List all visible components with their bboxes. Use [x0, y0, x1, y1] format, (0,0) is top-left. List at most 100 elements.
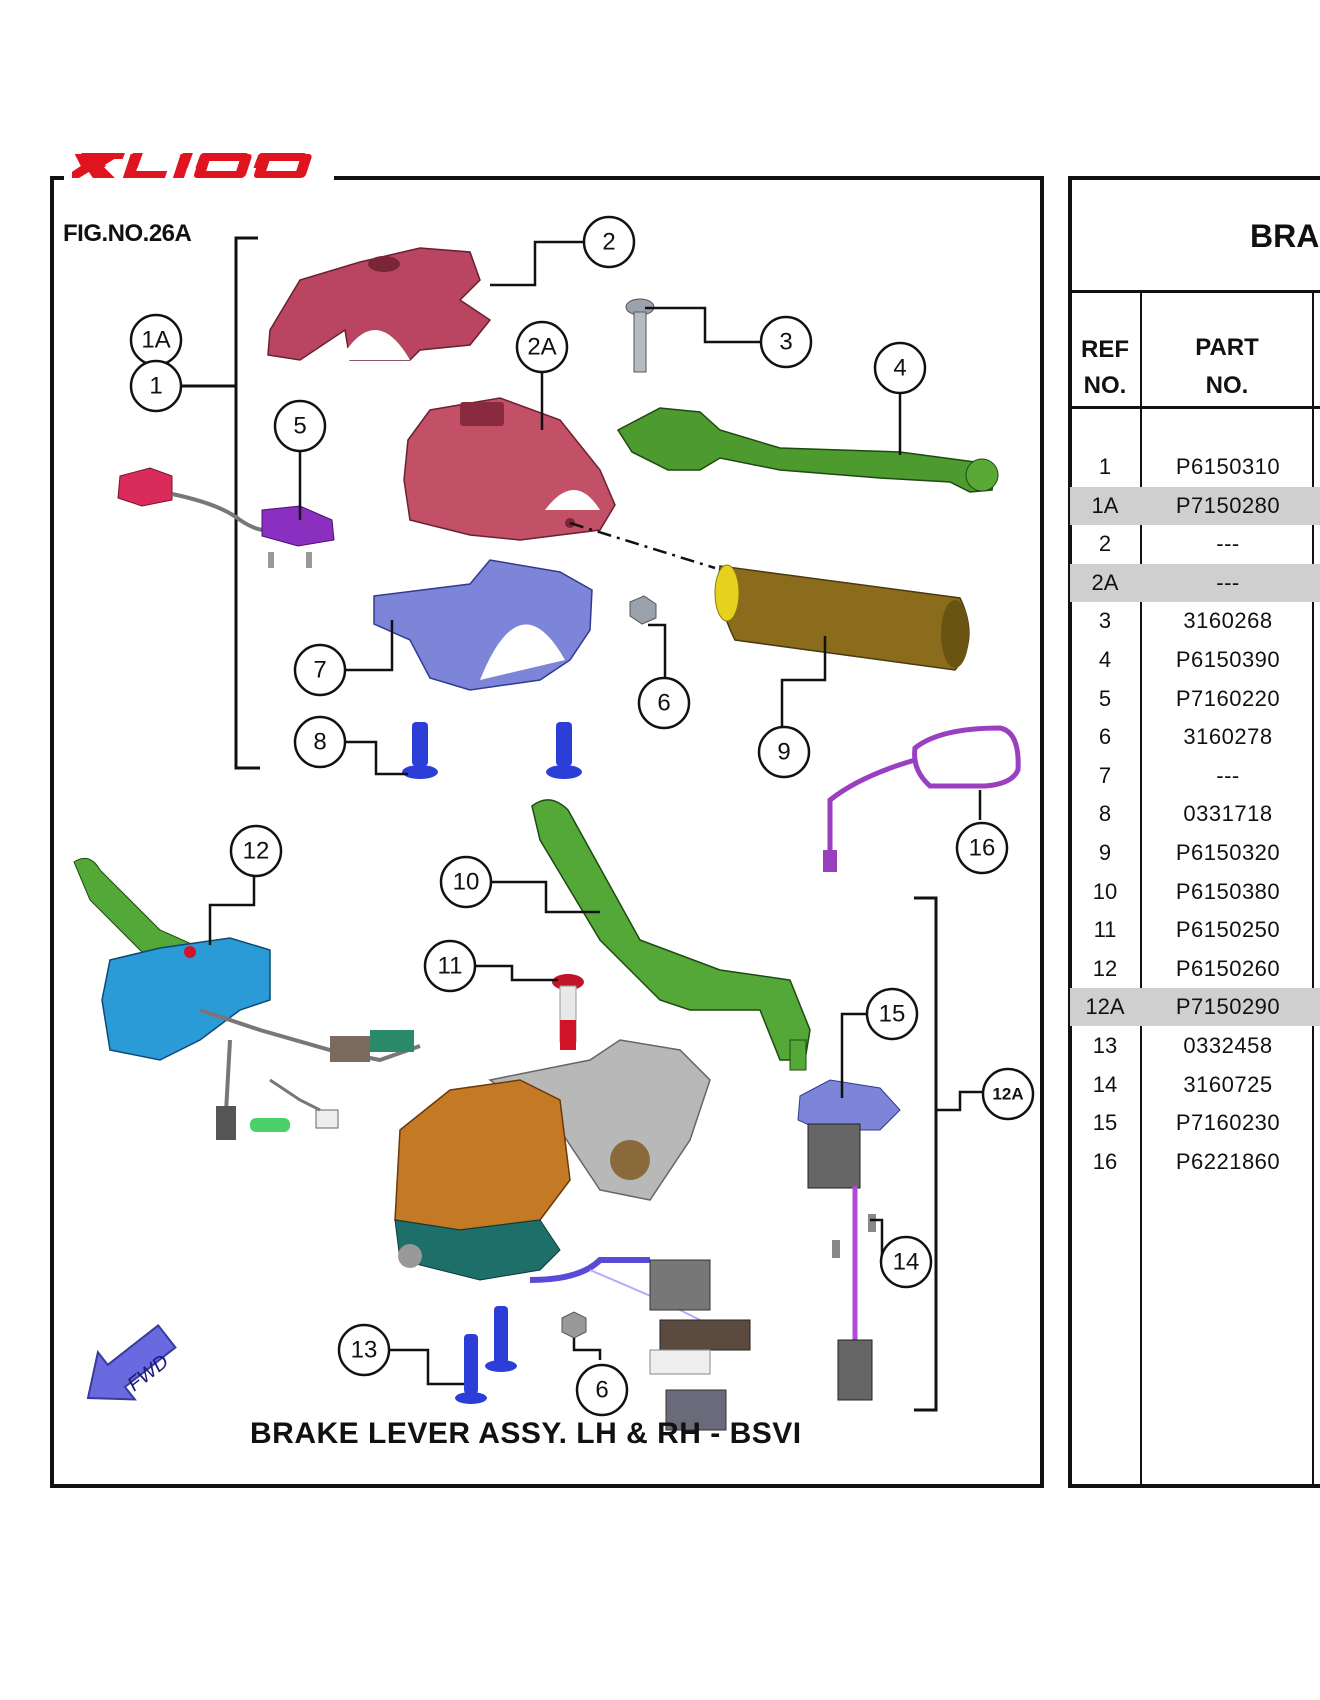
table-title: BRA [1250, 218, 1320, 254]
part-no-cell: 3160278 [1183, 724, 1273, 750]
lh-switch-assembly-part [73, 857, 421, 1140]
table-row: 12A P7150290 [1070, 988, 1320, 1027]
brake-lever-part [616, 407, 999, 493]
callout-13: 13 [351, 1337, 378, 1364]
bolt-parts [402, 722, 582, 779]
callout-4: 4 [893, 355, 906, 382]
callout-16: 16 [969, 835, 996, 862]
callout-1: 1 [149, 373, 162, 400]
callout-2a: 2A [527, 334, 556, 361]
part-no-cell: 3160725 [1183, 1071, 1273, 1097]
callout-11: 11 [438, 953, 463, 980]
table-row: 1 P6150310 [1070, 448, 1320, 486]
ref-no-cell: 7 [1098, 762, 1112, 788]
callout-10: 10 [453, 869, 480, 896]
ref-no-cell: 8 [1098, 801, 1112, 827]
ref-no-cell: 3 [1098, 608, 1112, 634]
figure-caption: BRAKE LEVER ASSY. LH & RH - BSVI [250, 1417, 802, 1450]
table-row: 9 P6150320 [1070, 834, 1320, 872]
ref-no-cell: 4 [1098, 647, 1112, 672]
part-no-cell: 0331718 [1183, 801, 1273, 827]
part-no-cell: P7160230 [1175, 1110, 1281, 1136]
pivot-pin-part [552, 974, 584, 1050]
header-part-line2: NO. [1205, 372, 1249, 399]
rh-bolt-parts [455, 1306, 517, 1404]
rh-brake-switch-part [797, 1079, 901, 1401]
table-row: 16 P6221860 [1070, 1143, 1320, 1181]
part-no-cell: P7150290 [1175, 994, 1281, 1020]
part-no-cell: P6150390 [1175, 647, 1281, 672]
table-row: 8 0331718 [1070, 795, 1320, 833]
callout-12a: 12A [992, 1085, 1023, 1104]
table-row: 15 P7160230 [1070, 1104, 1320, 1142]
callout-15: 15 [879, 1001, 906, 1028]
callout-6: 6 [657, 690, 670, 717]
table-row: 12 P6150260 [1070, 950, 1320, 988]
part-no-cell: P6221860 [1175, 1148, 1281, 1174]
ref-no-cell: 14 [1092, 1071, 1118, 1097]
part-no-cell: --- [1216, 762, 1240, 788]
table-row: 3 3160268 [1070, 602, 1320, 640]
part-no-cell: 3160268 [1183, 608, 1273, 634]
part-no-cell: P6150310 [1175, 454, 1281, 479]
xl100-logo-overlay [72, 154, 312, 178]
part-no-cell: P7150280 [1175, 492, 1281, 518]
ref-no-cell: 2 [1098, 531, 1112, 557]
mirror-part [823, 725, 1021, 872]
header-ref-line1: REF [1081, 336, 1129, 363]
table-row: 4 P6150390 [1070, 641, 1320, 679]
ref-no-cell: 1 [1098, 454, 1112, 479]
fwd-arrow-icon [86, 1323, 177, 1401]
ref-no-cell: 12 [1092, 955, 1118, 981]
ref-no-cell: 6 [1098, 724, 1112, 750]
part-no-cell: --- [1216, 569, 1240, 595]
callout-7: 7 [313, 657, 326, 684]
callout-12: 12 [243, 838, 270, 865]
ref-no-cell: 10 [1092, 878, 1118, 904]
figure-frame [50, 176, 1044, 1488]
part-no-cell: P7160220 [1175, 685, 1281, 711]
callout-8: 8 [313, 729, 326, 756]
ref-no-cell: 5 [1098, 685, 1112, 711]
part-no-cell: 0332458 [1183, 1033, 1273, 1058]
header-ref-line2: NO. [1083, 372, 1127, 399]
brake-switch-part [117, 467, 335, 568]
figure-number: FIG.NO.26A [63, 220, 192, 247]
rh-switch-assembly-part [394, 1039, 751, 1431]
callout-2: 2 [602, 229, 615, 256]
ref-no-cell: 1A [1091, 492, 1119, 518]
part-no-cell: P6150260 [1175, 955, 1281, 981]
callout-6-rh: 6 [595, 1377, 608, 1404]
ref-no-cell: 16 [1092, 1148, 1118, 1174]
lower-clamp-part [373, 559, 593, 691]
table-row: 14 3160725 [1070, 1066, 1320, 1104]
part-no-cell: P6150250 [1175, 917, 1281, 943]
ref-no-cell: 2A [1091, 569, 1119, 595]
screw-part [625, 298, 655, 373]
grip-part [714, 564, 970, 671]
table-row: 5 P7160220 [1070, 680, 1320, 718]
table-row: 2 --- [1070, 525, 1320, 563]
part-no-cell: --- [1216, 531, 1240, 557]
upper-clamp-part [267, 247, 492, 361]
ref-no-cell: 9 [1098, 840, 1112, 865]
callout-9: 9 [777, 739, 790, 766]
table-row: 2A --- [1070, 563, 1320, 602]
callout-3: 3 [779, 329, 792, 356]
parts-table-frame [1068, 176, 1320, 1488]
table-row: 11 P6150250 [1070, 911, 1320, 949]
rh-lever-part [531, 799, 811, 1071]
table-row: 6 3160278 [1070, 718, 1320, 756]
table-row: 1A P7150280 [1070, 486, 1320, 525]
callout-1a: 1A [141, 327, 170, 354]
callout-14: 14 [893, 1249, 920, 1276]
ref-no-cell: 15 [1092, 1110, 1118, 1136]
table-row: 7 --- [1070, 757, 1320, 795]
part-no-cell: P6150320 [1175, 840, 1281, 865]
ref-no-cell: 12A [1085, 994, 1125, 1020]
ref-no-cell: 11 [1093, 917, 1117, 943]
switch-housing-part [403, 397, 616, 541]
